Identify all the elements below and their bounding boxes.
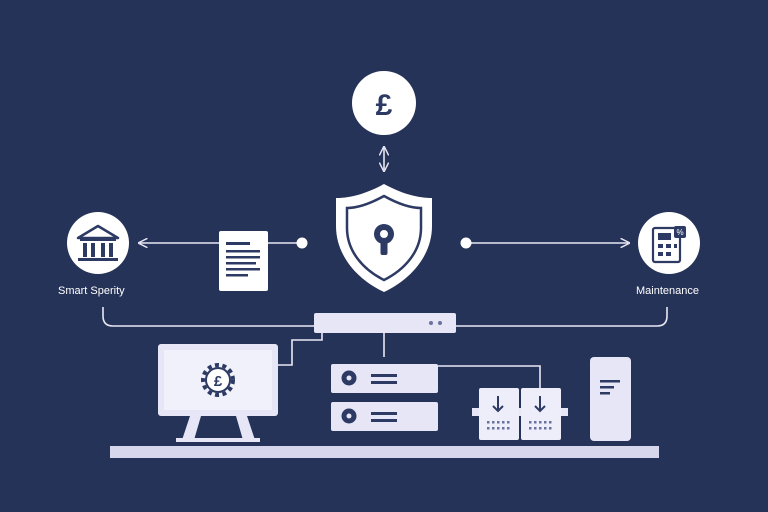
bank-icon — [67, 212, 129, 274]
top-pound-symbol: £ — [376, 89, 393, 122]
monitor-pound-symbol: £ — [214, 373, 223, 390]
left-connector-dot — [296, 237, 308, 249]
monitor-pound-gear-icon: £ — [158, 344, 278, 442]
network-hub-bar — [314, 313, 456, 333]
shield-keyhole-icon — [336, 184, 432, 292]
right-bracket-line — [456, 307, 668, 327]
server-stack-icon — [331, 364, 438, 431]
svg-text:%: % — [676, 228, 683, 237]
left-bracket-line — [102, 307, 314, 327]
tower-device-icon — [590, 357, 631, 441]
left-node-label: Smart Sperity — [58, 285, 125, 297]
right-connector-dot — [460, 237, 472, 249]
download-boxes-icon — [472, 388, 568, 440]
hub-monitor-line — [278, 333, 323, 366]
document-icon — [219, 231, 268, 291]
pound-coin-icon: £ — [352, 71, 416, 135]
right-node-label: Maintenance — [636, 285, 699, 297]
server-storage-line — [438, 365, 541, 388]
base-platform — [110, 446, 659, 458]
calculator-icon: % — [638, 212, 700, 274]
